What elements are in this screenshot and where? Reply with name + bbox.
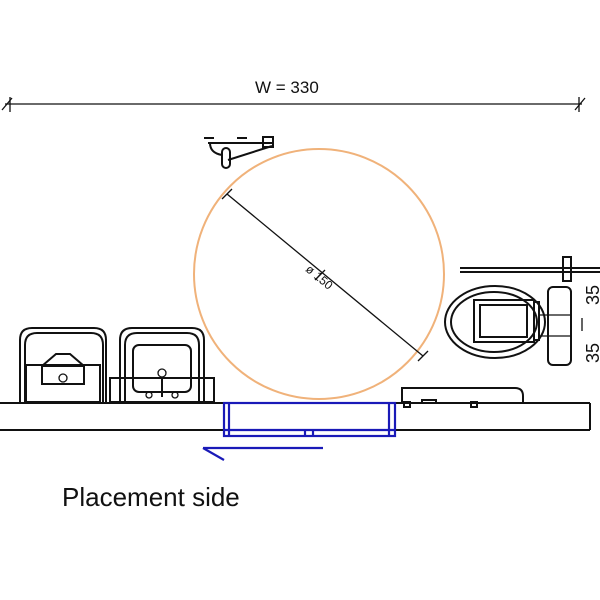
grab-bar-top [460, 256, 600, 282]
wall-tap-arm [204, 136, 274, 169]
left-fixture [19, 327, 107, 403]
width-dimension-line [1, 97, 586, 112]
grab-bar-bottom [401, 387, 524, 408]
placement-direction-arrow [202, 446, 323, 461]
toilet [444, 285, 572, 366]
width-dimension-label: W = 330 [255, 78, 319, 97]
side-dimension-lower: 35 [583, 342, 600, 363]
side-dimension-upper: 35 [583, 284, 600, 305]
counter-wall [0, 402, 591, 431]
placement-side-caption: Placement side [62, 482, 240, 512]
turning-circle [193, 148, 445, 400]
washbasin [109, 327, 215, 403]
diameter-line [221, 188, 429, 362]
placement-element [222, 401, 397, 438]
